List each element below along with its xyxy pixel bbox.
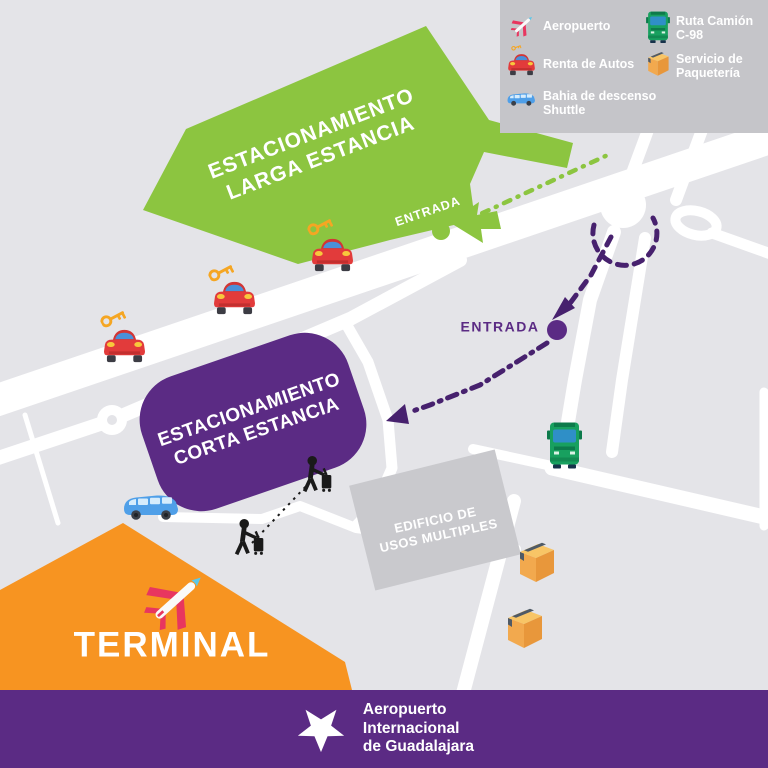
shuttle-van-icon — [507, 93, 535, 106]
person-luggage-icon — [302, 455, 332, 493]
person-luggage-icon — [234, 518, 264, 556]
legend-label-shuttle: Bahia de descenso Shuttle — [543, 89, 657, 117]
zone-long-term-parking[interactable] — [143, 26, 573, 264]
short-term-entrance-label: ENTRADA — [460, 318, 540, 335]
legend-label-airport: Aeropuerto — [543, 19, 611, 33]
road-lower-wide — [544, 460, 768, 526]
car-route-arrowhead-1 — [552, 297, 575, 320]
key-icon — [100, 311, 127, 328]
airplane-icon — [144, 577, 201, 631]
car-route-arrowhead-2 — [386, 404, 409, 424]
car-route-roundabout-arc — [590, 215, 660, 268]
footer-title: Aeropuerto Internacional de Guadalajara — [362, 701, 475, 756]
legend-label-bus-route: Ruta Camión C-98 — [676, 14, 754, 42]
road-roundabout-approach-2 — [670, 124, 708, 206]
legend-label-car-rental: Renta de Autos — [543, 57, 635, 71]
zone-multi-use-building[interactable] — [349, 449, 521, 591]
road-thin-left — [22, 412, 61, 526]
road-loop — [670, 205, 722, 241]
shuttle-van-icon — [124, 495, 178, 520]
terminal-label: TERMINAL — [73, 625, 271, 665]
package-icon — [508, 608, 542, 648]
car-icon — [104, 329, 145, 363]
car-route-segment-2 — [407, 340, 550, 415]
legend-panel: Aeropuerto Renta de Autos Bahia de desce… — [500, 0, 768, 133]
car-icon — [214, 281, 255, 315]
roundabout-small-island — [107, 415, 117, 425]
bus-icon — [646, 11, 670, 43]
road-roundabout-approach-1 — [622, 124, 654, 190]
green-route-dashed — [471, 150, 615, 220]
purple-entrance-dot — [547, 320, 567, 340]
star-logo — [297, 709, 345, 753]
bus-icon — [547, 422, 582, 469]
package-icon — [648, 52, 669, 76]
car-rental-icon — [508, 45, 535, 76]
car-icon — [312, 238, 353, 272]
green-entrance-arrow — [449, 202, 501, 243]
zone-terminal[interactable] — [0, 523, 352, 690]
legend-label-parcel-service: Servicio de Paquetería — [676, 52, 743, 80]
road-stub-right — [706, 227, 768, 259]
green-entrance-dot — [432, 222, 450, 240]
road-east-down — [606, 232, 651, 458]
roundabout-main — [600, 182, 646, 228]
road-to-bus-bay — [560, 225, 621, 435]
car-route-segment-1 — [565, 234, 614, 309]
package-icon — [520, 542, 554, 582]
airplane-icon — [510, 16, 533, 37]
car-route — [407, 215, 660, 415]
footer-bar: Aeropuerto Internacional de Guadalajara — [0, 690, 768, 768]
key-icon — [307, 219, 334, 236]
key-icon — [208, 265, 235, 282]
